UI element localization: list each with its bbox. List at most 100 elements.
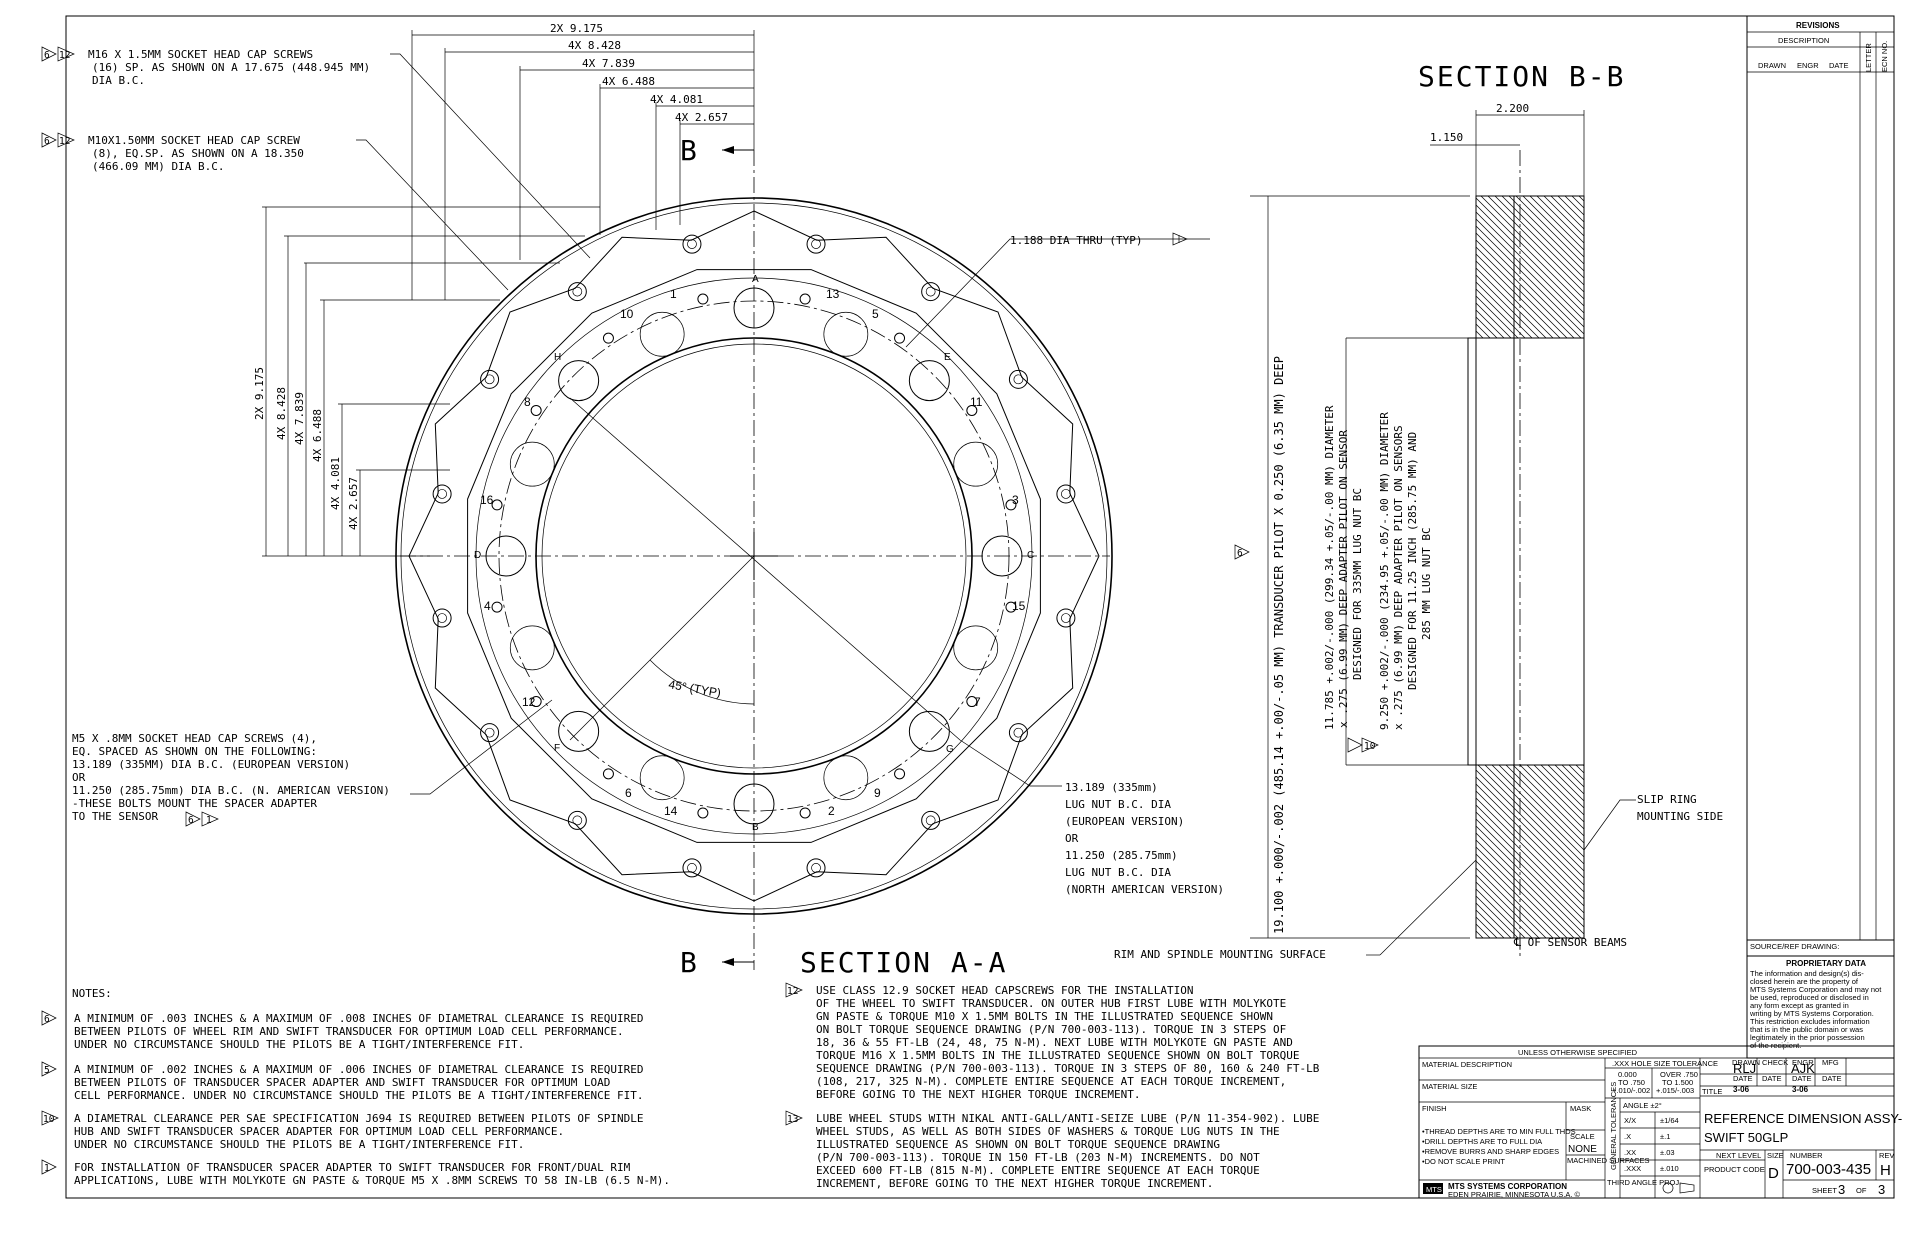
section-hatch-line xyxy=(1476,930,1484,938)
note-13-l1: LUBE WHEEL STUDS WITH NIKAL ANTI-GALL/AN… xyxy=(816,1112,1319,1125)
section-hatch-line xyxy=(1476,888,1526,938)
svg-text:any form except as granted in: any form except as granted in xyxy=(1750,1001,1849,1010)
outer-bolt-hole xyxy=(1056,608,1076,628)
section-hatch-line xyxy=(1476,909,1505,938)
svg-text:(108, 217, 325 N-M). COMPLETE: (108, 217, 325 N-M). COMPLETE ENTIRE SEQ… xyxy=(816,1075,1286,1088)
outer-bolt-hole-inner xyxy=(925,815,936,826)
section-hatch-line xyxy=(1526,765,1584,823)
outer-bolt-hole xyxy=(806,234,826,254)
section-hatch-line xyxy=(1667,765,1840,938)
note-12-l1: USE CLASS 12.9 SOCKET HEAD CAPSCREWS FOR… xyxy=(816,984,1194,997)
svg-text:BEFORE GOING TO THE NEXT HIGHE: BEFORE GOING TO THE NEXT HIGHER TORQUE I… xyxy=(816,1088,1141,1101)
section-hatch-line xyxy=(1625,765,1798,938)
section-hatch-line xyxy=(1705,196,1847,338)
svg-text:ENGR: ENGR xyxy=(1792,1058,1814,1067)
svg-text:AJK: AJK xyxy=(1791,1061,1815,1076)
svg-text:±.1: ±.1 xyxy=(1660,1132,1670,1141)
title-block: UNLESS OTHERWISE SPECIFIED MATERIAL DESC… xyxy=(1418,1045,1902,1199)
outer-bolt-hole xyxy=(682,858,702,878)
svg-text:SOURCE/REF DRAWING:: SOURCE/REF DRAWING: xyxy=(1750,942,1839,951)
section-bb-view: SECTION B-B 2.200 1.150 19.100 +.000/-.0… xyxy=(1114,60,1908,961)
section-hatch-line xyxy=(1515,196,1584,265)
svg-text:EXCEED 600 FT-LB (815 N-M). CO: EXCEED 600 FT-LB (815 N-M). COMPLETE ENT… xyxy=(816,1164,1260,1177)
svg-text:+.010/-.002: +.010/-.002 xyxy=(1612,1086,1650,1095)
small-hole xyxy=(966,404,978,416)
svg-text:0.000: 0.000 xyxy=(1618,1070,1637,1079)
section-hatch-line xyxy=(1670,196,1812,338)
svg-text:(16) SP. AS SHOWN ON A 17.675: (16) SP. AS SHOWN ON A 17.675 (448.945 M… xyxy=(92,61,370,74)
small-hole xyxy=(1005,499,1017,511)
hole-number-15: 15 xyxy=(1012,599,1026,613)
section-hatch-line xyxy=(1730,765,1903,938)
outer-bolt-hole-inner xyxy=(572,815,583,826)
section-hatch-line xyxy=(1529,196,1584,251)
section-hatch-line xyxy=(1476,853,1561,938)
section-hatch-line xyxy=(1691,196,1833,338)
section-hatch-line xyxy=(1698,196,1840,338)
section-hatch-line xyxy=(1491,765,1584,858)
svg-text:LETTER: LETTER xyxy=(1864,43,1873,72)
drawing-title-2: SWIFT 50GLP xyxy=(1704,1130,1788,1145)
hole-number-11: 11 xyxy=(970,395,983,409)
section-hatch-line xyxy=(1476,281,1533,338)
outer-bolt-hole xyxy=(480,723,500,743)
svg-text:11.250 (285.75mm): 11.250 (285.75mm) xyxy=(1065,849,1178,862)
svg-text:INCREMENT, BEFORE GOING TO THE: INCREMENT, BEFORE GOING TO THE NEXT HIGH… xyxy=(816,1177,1213,1190)
outer-bolt-hole xyxy=(682,234,702,254)
section-hatch-line xyxy=(1476,860,1554,938)
section-hatch-line xyxy=(1476,337,1477,338)
top-dim-5: 4X 4.081 xyxy=(650,93,703,106)
section-hatch-line xyxy=(1709,765,1882,938)
svg-text:CHECK: CHECK xyxy=(1762,1058,1788,1067)
svg-text:•DO NOT SCALE PRINT: •DO NOT SCALE PRINT xyxy=(1422,1157,1505,1166)
angle-label: 45° (TYP) xyxy=(667,677,721,700)
hole-number-1: 1 xyxy=(670,287,677,301)
hole-number-13: 13 xyxy=(826,287,840,301)
top-dim-2: 4X 8.428 xyxy=(568,39,621,52)
section-hatch-line xyxy=(1533,765,1584,816)
section-hatch-line xyxy=(1476,295,1519,338)
section-hatch-line xyxy=(1663,196,1805,338)
hole-number-16: 16 xyxy=(480,493,494,507)
section-hatch-line xyxy=(1649,196,1791,338)
svg-text:NEXT LEVEL: NEXT LEVEL xyxy=(1716,1151,1761,1160)
svg-text:DIA B.C.: DIA B.C. xyxy=(92,74,145,87)
hole-number-7: 7 xyxy=(974,695,981,709)
side-dim-1: 2X 9.175 xyxy=(253,367,266,420)
outer-bolt-hole xyxy=(806,858,826,878)
section-hatch-line xyxy=(1737,765,1908,938)
svg-text:legitimately in the prior poss: legitimately in the prior possession xyxy=(1750,1033,1865,1042)
relief-pocket xyxy=(953,625,999,671)
outer-bolt-hole xyxy=(567,282,587,302)
section-hatch-line xyxy=(1476,790,1584,900)
svg-text:DRAWN: DRAWN xyxy=(1732,1058,1760,1067)
notes-heading: NOTES: xyxy=(72,987,112,1000)
svg-text:13: 13 xyxy=(787,1114,798,1125)
side-dim-4: 4X 6.488 xyxy=(311,409,324,462)
section-hatch-line xyxy=(1476,330,1484,338)
svg-text:12: 12 xyxy=(59,136,70,147)
bb-adapter-1: 11.785 +.002/-.000 (299.34 +.05/-.00 MM)… xyxy=(1323,405,1336,730)
section-hatch-line xyxy=(1476,218,1584,328)
section-hatch-line xyxy=(1501,196,1584,279)
svg-text:±.03: ±.03 xyxy=(1660,1148,1675,1157)
section-hatch-line xyxy=(1674,765,1847,938)
side-dim-5: 4X 4.081 xyxy=(329,457,342,510)
top-dim-4: 4X 6.488 xyxy=(602,75,655,88)
section-hatch-line xyxy=(1477,765,1584,872)
svg-text:REV: REV xyxy=(1879,1151,1894,1160)
section-hatch-line xyxy=(1476,825,1584,935)
svg-text:OR: OR xyxy=(1065,832,1079,845)
section-hatch-line xyxy=(1476,832,1582,938)
section-hatch-line xyxy=(1642,196,1784,338)
small-hole xyxy=(491,601,503,613)
svg-text:•THREAD DEPTHS ARE TO MIN FULL: •THREAD DEPTHS ARE TO MIN FULL THDS xyxy=(1422,1127,1576,1136)
note-6-l2: BETWEEN PILOTS OF WHEEL RIM AND SWIFT TR… xyxy=(74,1025,624,1038)
bb-adapter-2: x .275 (6.99 MM) DEEP ADAPTER PILOT ON S… xyxy=(1337,430,1350,728)
top-dim-6: 4X 2.657 xyxy=(675,111,728,124)
section-hatch-line xyxy=(1476,253,1561,338)
svg-text:FINISH: FINISH xyxy=(1422,1104,1447,1113)
section-hatch-line xyxy=(1681,765,1854,938)
lug-hole xyxy=(908,710,950,752)
